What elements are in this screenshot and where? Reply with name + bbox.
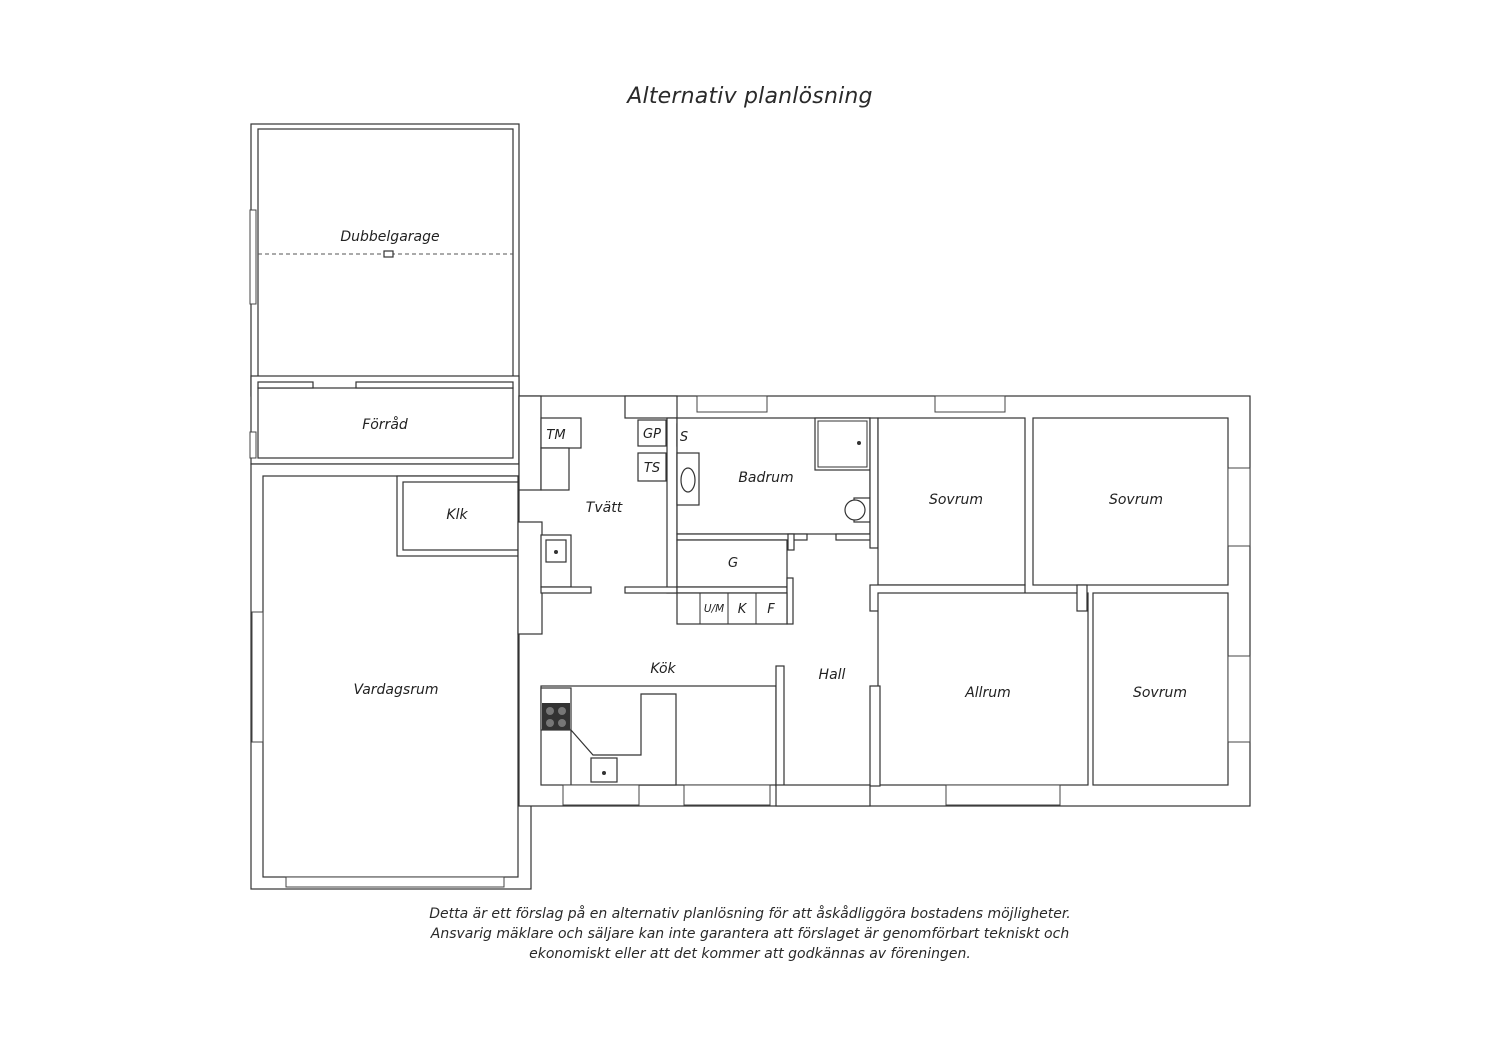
label-bedroom3: Sovrum [1133,685,1187,701]
kitchen-east-wall [775,665,785,787]
bedroom3-room [1092,592,1229,786]
laundry-sink-drain [554,550,558,554]
label-klk: Klk [446,507,468,523]
label-kitchen: Kök [650,661,676,677]
shower [814,417,871,471]
disclaimer: Detta är ett förslag på en alternativ pl… [300,904,1200,964]
bedroom1-north-window [934,395,1006,413]
gp-cabinet [637,419,667,447]
allrum-west-wall [869,685,881,787]
bathroom-north-window [696,395,768,413]
storage-window [249,431,257,459]
label-garage: Dubbelgarage [340,229,439,245]
um-k-f-closets [676,592,788,625]
label-tm: TM [546,428,565,443]
bathroom-sink [680,467,696,493]
bath-east-wall [869,417,879,549]
label-living: Vardagsrum [354,682,439,698]
label-g: G [728,556,738,571]
kitchen-sink [590,757,618,783]
label-f: F [767,602,775,617]
shower-drain [857,441,861,445]
label-k: K [738,602,748,617]
label-s: S [680,430,688,445]
storage-wall-segment-left [257,381,314,389]
plan-title: Alternativ planlösning [627,84,873,109]
klk-inner [402,481,519,551]
bedroom2-room [1032,417,1229,586]
bath-top-wall-left [624,395,678,419]
closet-east-wall [786,577,794,625]
storage-wall-segment-right [355,381,514,389]
label-storage: Förråd [362,416,408,433]
bath-west-wall [666,417,678,594]
kitchen-sink-drain [602,771,606,775]
label-hall: Hall [819,667,846,683]
label-bedroom2: Sovrum [1109,492,1163,508]
room-labels: Dubbelgarage Förråd Klk TM Tvätt GP S TS… [340,229,1187,701]
tm-wall-lower [540,447,570,491]
toilet-bowl [844,499,866,521]
allrum-south-window [945,784,1061,806]
g-south-wall [676,586,788,594]
garage-side-window [249,209,257,305]
hall-entrance [775,784,871,807]
label-laundry: Tvätt [586,500,623,516]
tm-cabinet [540,417,582,449]
bathroom-door-stub [787,533,795,551]
laundry-partition [517,521,543,635]
bedroom2-east-window [1227,467,1251,547]
bedroom3-east-window [1227,655,1251,743]
kitchen-south-window-left [562,784,640,806]
stove [542,703,570,730]
disclaimer-line-1: Detta är ett förslag på en alternativ pl… [429,906,1071,922]
laundry-wall-bottom [540,586,592,594]
living-south-window [285,876,505,888]
label-allrum: Allrum [964,685,1011,701]
label-bedroom1: Sovrum [929,492,983,508]
ts-cabinet [637,452,667,482]
label-bathroom: Badrum [738,470,793,486]
label-um: U/M [704,603,724,615]
bath-bottom-wall-left [624,586,678,594]
label-ts: TS [644,461,660,476]
storage-inner-wall [257,387,514,459]
shower-tray [817,420,868,468]
disclaimer-line-3: ekonomiskt eller att det kommer att godk… [529,946,971,962]
kitchen-south-window-right [683,784,771,806]
walls [249,123,1251,890]
label-gp: GP [643,427,661,442]
tm-wall-block [518,395,542,491]
bedroom-divider-stub [1076,584,1088,612]
living-west-window [251,611,264,743]
disclaimer-line-2: Ansvarig mäklare och säljare kan inte ga… [430,926,1070,942]
bedroom1-room [877,417,1026,586]
garage-door-opener [383,250,394,258]
